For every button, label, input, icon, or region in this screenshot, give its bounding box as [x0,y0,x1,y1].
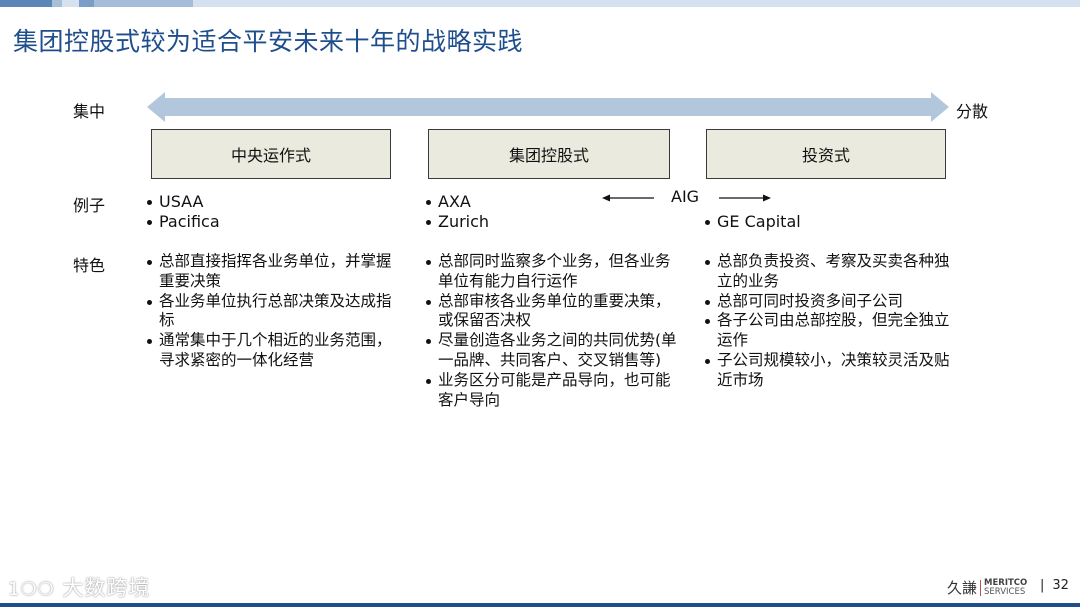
examples-holding: AXA Zurich [426,192,586,232]
list-item: GE Capital [705,212,955,232]
top-bar-segment [94,0,193,7]
list-item: Zurich [426,212,586,232]
features-central: 总部直接指挥各业务单位，并掌握重要决策 各业务单位执行总部决策及达成指标 通常集… [147,252,405,371]
aig-label: AIG [671,187,700,206]
top-decorative-bar [0,0,1080,7]
list-item: 总部同时监察多个业务，但各业务单位有能力自行运作 [426,252,684,292]
spectrum-left-label: 集中 [73,102,106,121]
brand-cn: 久謙 [947,579,978,597]
brand-divider [980,579,982,596]
list-item: 通常集中于几个相近的业务范围，寻求紧密的一体化经营 [147,331,405,371]
top-bar-segment [193,0,1080,7]
brand-en-line1: MERITCO [984,577,1028,588]
features-holding: 总部同时监察多个业务，但各业务单位有能力自行运作 总部审核各业务单位的重要决策，… [426,252,684,410]
brand-en-line2: SERVICES [984,586,1026,597]
row-label-features: 特色 [73,256,106,275]
watermark-logo: 1❍❍ 大数跨境 [8,572,150,602]
row-label-examples: 例子 [73,196,106,215]
examples-central: USAA Pacifica [147,192,397,232]
list-item: AXA [426,192,586,212]
list-item: 总部审核各业务单位的重要决策，或保留否决权 [426,292,684,332]
top-bar-segment [79,0,94,7]
model-box-label: 集团控股式 [508,146,589,165]
double-arrow-icon [147,92,949,122]
bottom-rule [0,603,1080,607]
brand-en: MERITCO SERVICES [984,577,1028,597]
list-item: USAA [147,192,397,212]
list-item: 各业务单位执行总部决策及达成指标 [147,292,405,332]
features-investment: 总部负责投资、考察及买卖各种独立的业务 总部可同时投资多间子公司 各子公司由总部… [705,252,963,391]
model-box-holding: 集团控股式 [428,129,670,179]
arrow-left-icon [602,194,654,202]
model-box-label: 投资式 [801,146,850,165]
watermark-text: 大数跨境 [62,576,151,600]
aig-indicator: AIG [602,187,772,209]
list-item: Pacifica [147,212,397,232]
list-item: 子公司规模较小，决策较灵活及贴近市场 [705,351,963,391]
model-box-investment: 投资式 [706,129,946,179]
slide-title: 集团控股式较为适合平安未来十年的战略实践 [13,27,524,56]
brand-logo: 久謙 MERITCO SERVICES [947,577,1027,598]
list-item: 各子公司由总部控股，但完全独立运作 [705,311,963,351]
list-item: 总部可同时投资多间子公司 [705,292,963,312]
top-bar-segment [52,0,62,7]
list-item: 业务区分可能是产品导向，也可能客户导向 [426,371,684,411]
model-box-central: 中央运作式 [151,129,391,179]
spectrum-right-label: 分散 [956,102,989,121]
list-item: 总部负责投资、考察及买卖各种独立的业务 [705,252,963,292]
arrow-right-icon [719,194,771,202]
list-item: 尽量创造各业务之间的共同优势(单一品牌、共同客户、交叉销售等) [426,331,684,371]
model-box-label: 中央运作式 [230,146,311,165]
page-number: 32 [1040,578,1069,593]
watermark-mark-icon: 1❍❍ [8,579,55,600]
top-bar-segment [0,0,52,7]
top-bar-segment [62,0,79,7]
list-item: 总部直接指挥各业务单位，并掌握重要决策 [147,252,405,292]
examples-investment: GE Capital [705,212,955,232]
